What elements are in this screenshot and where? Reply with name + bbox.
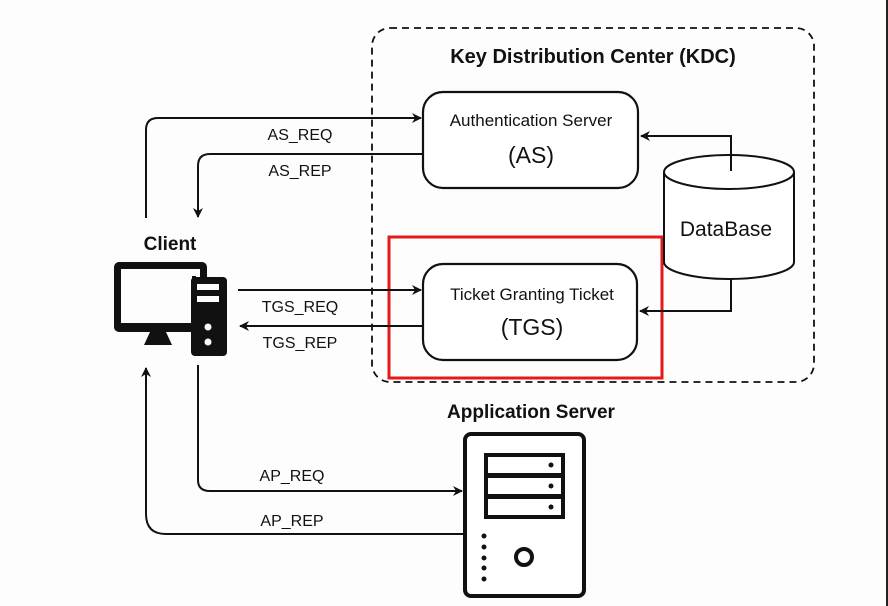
database-cylinder-icon[interactable]: DataBase [663,154,795,280]
client-label: Client [144,234,197,255]
desktop-computer-icon[interactable] [114,262,227,356]
tgs-box-title: Ticket Granting Ticket [450,285,614,304]
kdc-title: Key Distribution Center (KDC) [450,46,736,68]
tgs-req-label: TGS_REQ [262,299,338,316]
ap-req-arrow [197,365,463,496]
as-rep-arrow [193,153,423,218]
ticket-granting-server-box[interactable]: Ticket Granting Ticket (TGS) [421,262,639,362]
ap-rep-arrow [141,367,465,535]
ap-req-label: AP_REQ [260,468,325,485]
database-label: DataBase [680,218,772,241]
tgs-box-abbr: (TGS) [501,314,564,340]
tgs-highlight-box [387,235,664,380]
kdc-container [371,27,815,383]
as-rep-label: AS_REP [268,163,331,180]
as-req-arrow [145,113,422,218]
tgs-rep-label: TGS_REP [263,335,338,352]
as-req-label: AS_REQ [268,127,333,144]
db-to-as-arrow [640,131,732,171]
as-box-abbr: (AS) [508,142,554,168]
db-to-tgs-arrow [639,278,732,316]
authentication-server-box[interactable]: Authentication Server (AS) [421,90,640,190]
ap-rep-label: AP_REP [260,513,323,530]
as-box-title: Authentication Server [450,111,613,130]
server-tower-icon[interactable] [463,432,586,598]
application-server-label: Application Server [447,402,615,423]
